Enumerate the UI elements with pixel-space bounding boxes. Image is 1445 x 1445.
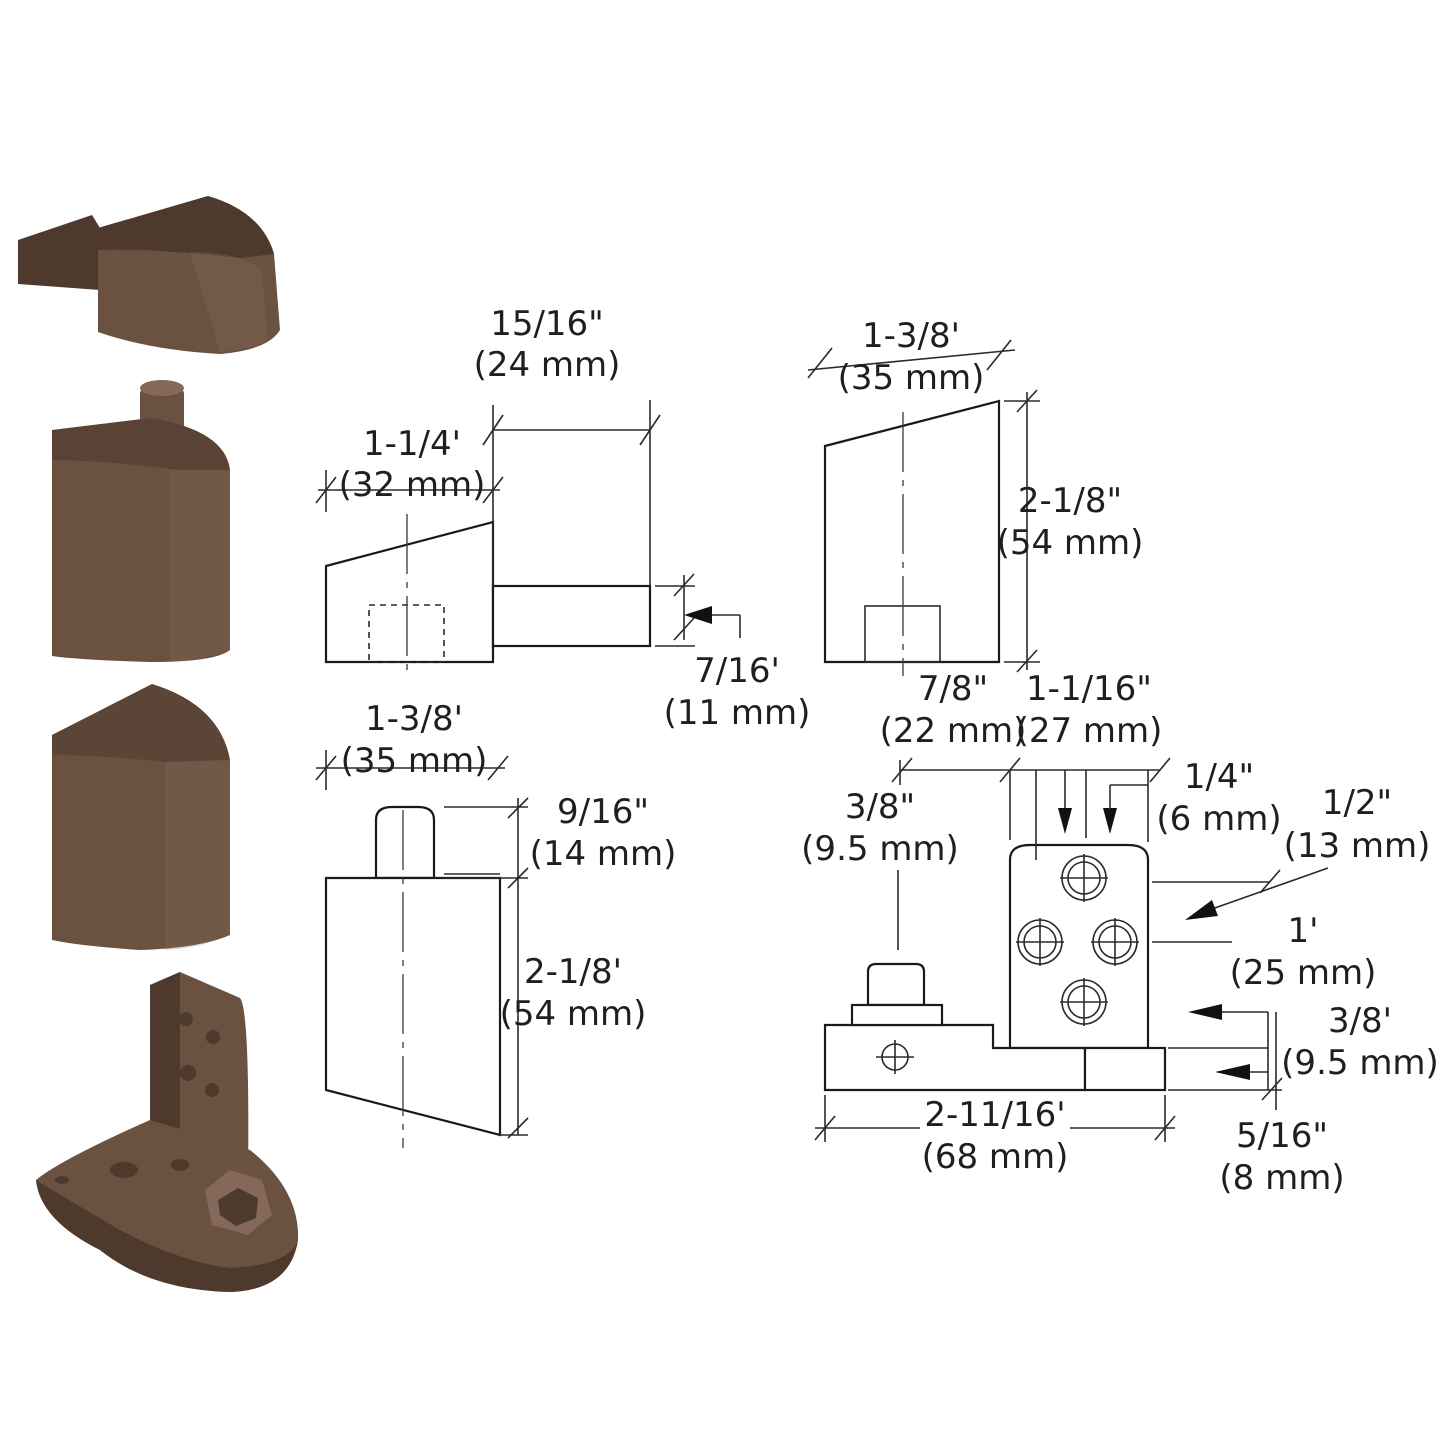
dim-9-16-in: 9/16" xyxy=(557,792,649,832)
dim-5-16-in: 5/16" xyxy=(1236,1116,1328,1156)
dim-1-3-8-in-insert: 1-3/8' xyxy=(365,699,463,739)
dim-2-1-8-in-cap: 2-1/8" xyxy=(1018,481,1122,521)
screw-left xyxy=(1016,918,1064,966)
dim-11-mm: (11 mm) xyxy=(664,693,811,733)
dim-1-1-16-in: 1-1/16" xyxy=(1026,669,1152,709)
dim-7-8-in: 7/8" xyxy=(918,669,988,709)
screw-top xyxy=(1060,854,1108,902)
dim-35-mm-insert: (35 mm) xyxy=(341,741,488,781)
product-top-pivot-cap xyxy=(18,196,280,354)
dim-32-mm: (32 mm) xyxy=(339,465,486,505)
screw-base xyxy=(876,1040,914,1074)
dim-54-mm-cap: (54 mm) xyxy=(997,523,1144,563)
dim-6-mm: (6 mm) xyxy=(1156,799,1281,839)
screw-right xyxy=(1091,918,1139,966)
dim-13-mm: (13 mm) xyxy=(1284,826,1431,866)
dim-1-1-4-in: 1-1/4' xyxy=(363,424,461,464)
screw-bottom xyxy=(1060,978,1108,1026)
product-bottom-pivot-insert xyxy=(52,684,230,950)
dim-2-1-8-in-insert: 2-1/8' xyxy=(524,952,622,992)
dim-1-3-8-in-cap: 1-3/8' xyxy=(862,316,960,356)
dim-68-mm: (68 mm) xyxy=(922,1137,1069,1177)
dim-9-5-mm-base: (9.5 mm) xyxy=(1281,1043,1439,1083)
dim-1-in: 1' xyxy=(1288,911,1319,951)
dim-1-4-in: 1/4" xyxy=(1184,757,1254,797)
dim-7-16-in: 7/16' xyxy=(694,651,780,691)
dim-27-mm: (27 mm) xyxy=(1016,711,1163,751)
dim-25-mm: (25 mm) xyxy=(1230,953,1377,993)
dim-8-mm: (8 mm) xyxy=(1219,1158,1344,1198)
drawing-bottom-insert-side: 1-3/8' (35 mm) 9/16" (14 mm) 2-1/8' (54 … xyxy=(315,699,677,1148)
dim-1-2-in: 1/2" xyxy=(1322,783,1392,823)
dim-15-16-in: 15/16" xyxy=(490,304,604,344)
dim-3-8-in-base: 3/8' xyxy=(1328,1001,1392,1041)
dim-22-mm: (22 mm) xyxy=(880,711,1027,751)
drawing-top-cap-side: 1-3/8' (35 mm) 2-1/8" (54 mm) xyxy=(807,316,1144,676)
dim-24-mm: (24 mm) xyxy=(474,345,621,385)
dim-2-11-16-in: 2-11/16' xyxy=(924,1095,1065,1135)
dim-9-5-mm-pin: (9.5 mm) xyxy=(801,829,959,869)
dim-35-mm-cap: (35 mm) xyxy=(838,358,985,398)
dim-54-mm-insert: (54 mm) xyxy=(500,994,647,1034)
drawing-floor-pivot: 7/8" (22 mm) 1-1/16" (27 mm) 1/4" (6 mm)… xyxy=(801,669,1439,1198)
product-top-pivot-with-pin xyxy=(52,380,230,662)
dim-14-mm: (14 mm) xyxy=(530,834,677,874)
product-floor-pivot-bracket xyxy=(36,972,299,1292)
dim-3-8-in-pin: 3/8" xyxy=(845,787,915,827)
drawing-top-pivot-side: 15/16" (24 mm) 1-1/4' (32 mm) 7/16' (11 … xyxy=(315,304,811,733)
